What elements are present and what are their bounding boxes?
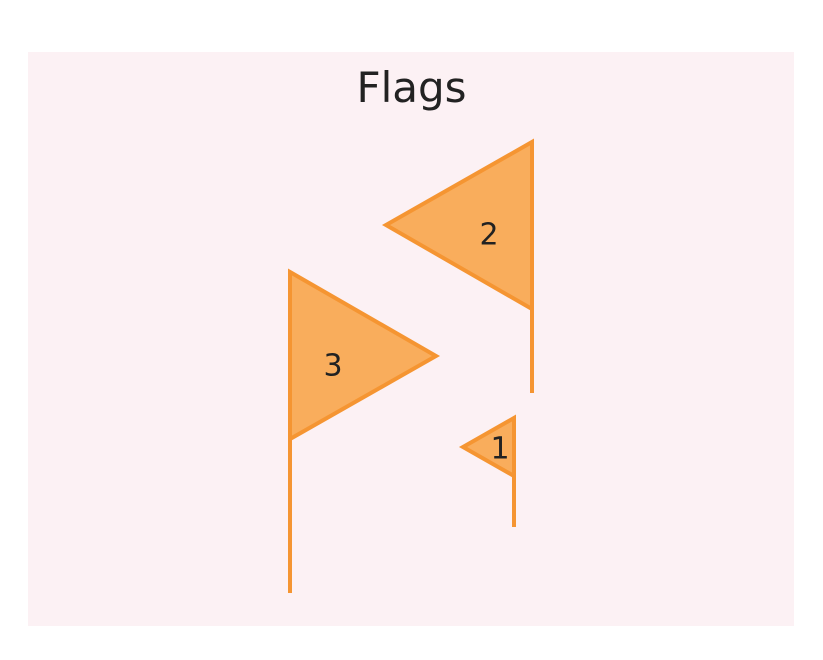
flag-1: 1 bbox=[458, 414, 516, 527]
flag-3-label: 3 bbox=[323, 349, 342, 384]
flag-3: 3 bbox=[288, 268, 441, 593]
flag-2: 2 bbox=[381, 138, 534, 393]
flag-1-pennant bbox=[458, 414, 516, 480]
flag-2-label: 2 bbox=[479, 218, 498, 253]
diagram-panel bbox=[28, 52, 794, 626]
diagram-title: Flags bbox=[356, 63, 467, 112]
flag-3-pennant bbox=[288, 268, 441, 443]
flag-2-pennant bbox=[381, 138, 534, 313]
flag-1-label: 1 bbox=[490, 432, 509, 467]
